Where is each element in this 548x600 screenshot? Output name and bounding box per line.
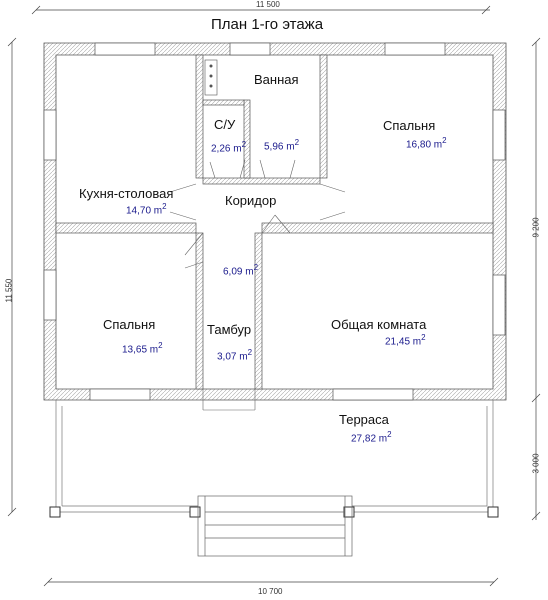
room-living-area: 21,45 m2 bbox=[385, 333, 426, 348]
interior-walls bbox=[55, 54, 494, 390]
room-kitchen-area: 14,70 m2 bbox=[126, 202, 167, 217]
room-vestibule-area: 3,07 m2 bbox=[217, 348, 253, 363]
room-bedroom-bottom-name: Спальня bbox=[103, 317, 156, 332]
entrance-steps bbox=[197, 495, 353, 557]
room-living-name: Общая комната bbox=[331, 317, 427, 332]
dimension-top-width: 11 500 bbox=[256, 0, 280, 9]
page-title: План 1-го этажа bbox=[211, 16, 324, 33]
terrace-outline bbox=[55, 400, 494, 513]
room-corridor-name: Коридор bbox=[225, 193, 277, 208]
room-corridor-area: 6,09 m2 bbox=[223, 263, 259, 278]
room-terrace-area: 27,82 m2 bbox=[351, 430, 392, 445]
room-kitchen-name: Кухня-столовая bbox=[79, 186, 174, 201]
dimension-right-upper: 9 200 bbox=[531, 217, 541, 238]
room-wc-name: С/У bbox=[214, 117, 236, 132]
dimension-bottom-width: 10 700 bbox=[258, 587, 283, 596]
dimension-left-height: 11 550 bbox=[4, 278, 14, 303]
bathroom-fixture-icon bbox=[204, 59, 218, 96]
room-bedroom-bottom-area: 13,65 m2 bbox=[122, 341, 163, 356]
terrace-columns bbox=[49, 506, 499, 518]
windows bbox=[43, 42, 506, 401]
room-bedroom-top-name: Спальня bbox=[383, 118, 436, 133]
room-bathroom-name: Ванная bbox=[254, 72, 299, 87]
dimension-lines bbox=[7, 5, 541, 587]
room-bathroom-area: 5,96 m2 bbox=[264, 138, 300, 153]
room-terrace-name: Терраса bbox=[339, 412, 389, 427]
room-wc-area: 2,26 m2 bbox=[211, 140, 247, 155]
room-bedroom-top-area: 16,80 m2 bbox=[406, 136, 447, 151]
outer-walls bbox=[43, 42, 507, 401]
doors bbox=[169, 159, 346, 411]
dimension-right-lower: 3 000 bbox=[531, 453, 541, 474]
room-vestibule-name: Тамбур bbox=[207, 322, 252, 337]
